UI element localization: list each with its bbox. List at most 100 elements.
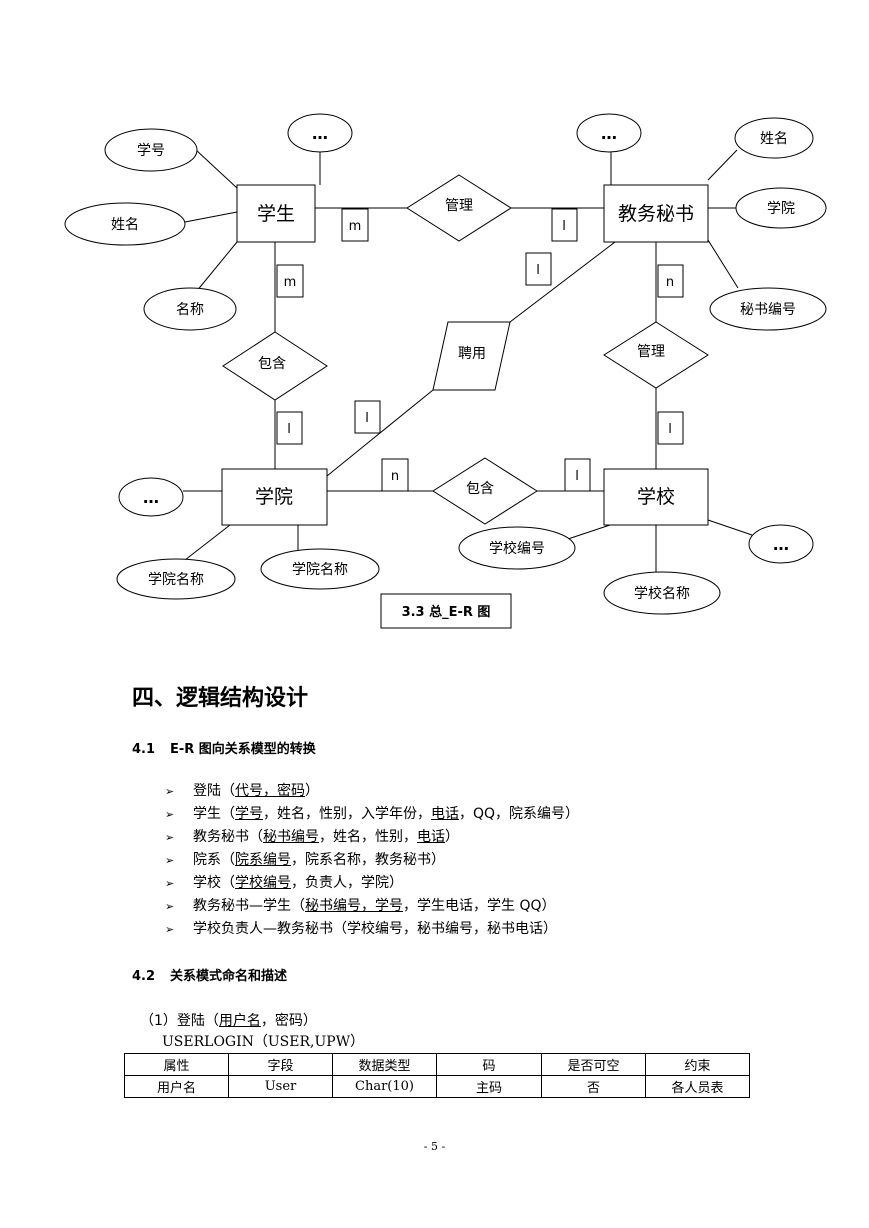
er-diagram: 学生 教务秘书 学院 学校 管理 包含 聘用 管理 包含 学号 姓名: [64, 113, 827, 629]
entity-school-label: 学校: [637, 486, 675, 508]
cardinality-box: l: [525, 252, 552, 286]
attribute-secretary-name: 姓名: [734, 117, 814, 159]
table-header-cell: 数据类型: [332, 1053, 437, 1076]
table-cell: 主码: [436, 1075, 542, 1098]
list-item: ➢学生（学号，姓名，性别，入学年份，电话，QQ，院系编号）: [165, 803, 579, 826]
svg-text:n: n: [666, 275, 674, 290]
subsection-number: 4.1: [132, 742, 156, 757]
table-header-row: 属性 字段 数据类型 码 是否可空 约束: [124, 1053, 750, 1076]
list-item: ➢学校（学校编号，负责人，学院）: [165, 872, 579, 895]
arrow-bullet-icon: ➢: [165, 923, 175, 936]
cardinality-box: l: [276, 411, 303, 445]
attribute-college-more: …: [118, 477, 184, 517]
subsection-title: E-R 图向关系模型的转换: [170, 742, 316, 757]
table-cell: User: [228, 1075, 333, 1098]
attribute-school-more: …: [748, 524, 814, 564]
attribute-secretary-no: 秘书编号: [709, 287, 827, 331]
table-header-cell: 约束: [645, 1053, 750, 1076]
attribute-school-more-label: …: [773, 535, 789, 554]
login-schema: USERLOGIN（USER,UPW）: [162, 1034, 365, 1050]
attribute-college-more-label: …: [143, 488, 159, 507]
svg-text:n: n: [391, 469, 399, 484]
list-item: ➢登陆（代号，密码）: [165, 780, 579, 803]
attribute-secretary-no-label: 秘书编号: [740, 302, 796, 318]
entity-secretary: 教务秘书: [603, 184, 709, 243]
table-header-cell: 字段: [228, 1053, 333, 1076]
table-cell: Char(10): [332, 1075, 437, 1098]
cardinality-box: m: [276, 264, 304, 298]
relationship-manage-top-label: 管理: [445, 198, 473, 214]
attribute-secretary-name-label: 姓名: [760, 131, 788, 147]
figure-caption-label: 3.3 总_E-R 图: [402, 604, 491, 620]
attribute-college-name1-label: 学院名称: [148, 572, 204, 588]
entity-student: 学生: [236, 184, 316, 243]
list-item: ➢教务秘书（秘书编号，姓名，性别，电话）: [165, 826, 579, 849]
page-number: - 5 -: [423, 1140, 446, 1153]
entity-school: 学校: [603, 468, 709, 526]
attribute-school-no: 学校编号: [458, 526, 576, 570]
figure-caption: 3.3 总_E-R 图: [380, 593, 512, 629]
attribute-student-name: 姓名: [64, 202, 186, 246]
attribute-student-title: 名称: [143, 287, 237, 331]
relationship-manage-right: 管理: [603, 321, 709, 389]
arrow-bullet-icon: ➢: [165, 877, 175, 890]
subsection-4-1: 4.1 E-R 图向关系模型的转换: [132, 738, 316, 757]
section-heading: 四、逻辑结构设计: [132, 686, 309, 711]
list-item: ➢教务秘书—学生（秘书编号，学号，学生电话，学生 QQ）: [165, 895, 579, 918]
entity-secretary-label: 教务秘书: [618, 203, 694, 225]
relationship-employ: 聘用: [432, 321, 511, 391]
cardinality-box: m: [341, 208, 369, 242]
entity-college: 学院: [221, 468, 328, 526]
attribute-student-title-label: 名称: [176, 302, 204, 318]
attribute-student-id-label: 学号: [137, 143, 165, 159]
attribute-secretary-more-label: …: [601, 124, 617, 143]
attribute-college-name2: 学院名称: [260, 548, 380, 590]
svg-text:l: l: [365, 411, 369, 426]
attribute-school-no-label: 学校编号: [489, 540, 545, 557]
subsection-number: 4.2: [132, 969, 156, 984]
attribute-school-name-label: 学校名称: [634, 585, 690, 602]
list-item: ➢学校负责人—教务秘书（学校编号，秘书编号，秘书电话）: [165, 918, 579, 941]
arrow-bullet-icon: ➢: [165, 785, 175, 798]
svg-text:l: l: [668, 422, 672, 437]
svg-text:m: m: [284, 275, 297, 290]
attribute-secretary-more: …: [576, 113, 642, 153]
arrow-bullet-icon: ➢: [165, 808, 175, 821]
table-header-cell: 是否可空: [541, 1053, 646, 1076]
table-cell: 各人员表: [645, 1075, 750, 1098]
attribute-college-name1: 学院名称: [116, 558, 236, 600]
attribute-student-name-label: 姓名: [111, 217, 139, 233]
cardinality-box: n: [381, 458, 409, 492]
table-cell: 用户名: [124, 1075, 229, 1098]
svg-text:l: l: [562, 219, 566, 234]
relationship-manage-right-label: 管理: [637, 344, 665, 360]
cardinality-box: l: [564, 458, 591, 492]
relationship-contain-bottom-label: 包含: [466, 481, 494, 497]
attribute-secretary-college-label: 学院: [767, 201, 795, 217]
attribute-student-id: 学号: [104, 128, 198, 172]
entity-college-label: 学院: [255, 486, 293, 508]
arrow-bullet-icon: ➢: [165, 831, 175, 844]
table-cell: 否: [541, 1075, 646, 1098]
attribute-school-name: 学校名称: [603, 571, 721, 615]
svg-text:m: m: [349, 219, 362, 234]
attribute-college-name2-label: 学院名称: [292, 562, 348, 578]
relationship-employ-label: 聘用: [458, 346, 486, 362]
svg-text:l: l: [287, 422, 291, 437]
arrow-bullet-icon: ➢: [165, 854, 175, 867]
relation-list: ➢登陆（代号，密码） ➢学生（学号，姓名，性别，入学年份，电话，QQ，院系编号）…: [165, 780, 579, 941]
arrow-bullet-icon: ➢: [165, 900, 175, 913]
login-paragraph: （1）登陆（用户名，密码）: [140, 1013, 317, 1029]
svg-text:l: l: [575, 469, 579, 484]
relationship-contain-left: 包含: [222, 331, 328, 401]
table-header-cell: 属性: [124, 1053, 229, 1076]
login-table: 属性 字段 数据类型 码 是否可空 约束 用户名 User Char(10) 主…: [124, 1053, 750, 1098]
attribute-student-more: …: [287, 113, 353, 153]
list-item: ➢院系（院系编号，院系名称，教务秘书）: [165, 849, 579, 872]
svg-text:l: l: [536, 263, 540, 278]
attribute-student-more-label: …: [312, 124, 328, 143]
entity-student-label: 学生: [257, 203, 295, 225]
cardinality-box: l: [354, 400, 381, 434]
relationship-manage-top: 管理: [406, 174, 512, 242]
